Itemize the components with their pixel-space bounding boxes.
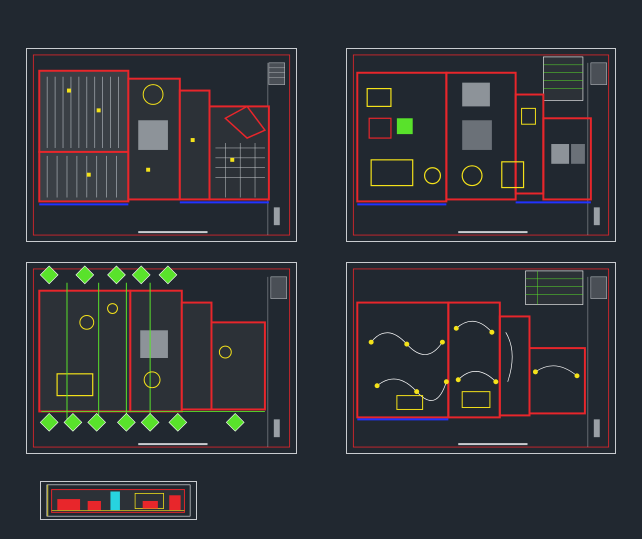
ceiling-plan-sheet[interactable] — [26, 48, 297, 242]
section-elevation-strip[interactable] — [40, 481, 197, 520]
elevation-drawing — [46, 484, 191, 517]
legend-table — [525, 270, 584, 305]
plant-symbols — [39, 265, 245, 432]
landscape-plan-drawing — [32, 265, 291, 448]
furniture-plan-drawing — [352, 54, 610, 236]
lighting-plan-drawing — [352, 268, 610, 448]
title-block — [590, 276, 607, 299]
ceiling-plan-drawing — [32, 54, 291, 236]
lighting-plan-sheet[interactable] — [346, 262, 616, 454]
title-block — [268, 62, 285, 85]
title-block — [590, 62, 607, 85]
legend-table — [543, 56, 584, 101]
furniture-plan-sheet[interactable] — [346, 48, 616, 242]
title-block — [270, 276, 287, 299]
landscape-plan-sheet[interactable] — [26, 262, 297, 454]
